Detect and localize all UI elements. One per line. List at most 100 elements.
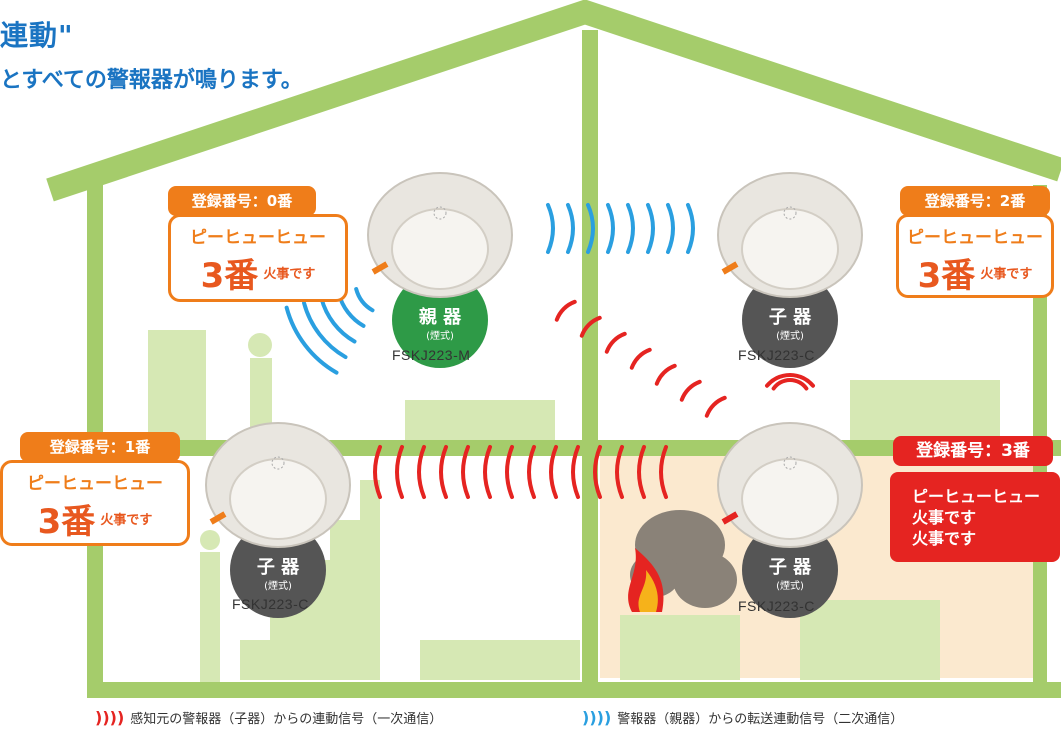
red-wave [771, 378, 809, 391]
role-label: 子 器 [769, 557, 812, 578]
red-wave [615, 445, 624, 499]
indicator-tab [209, 511, 227, 525]
blue-wave [606, 203, 615, 254]
reg-label-fire-origin: 登録番号：3番 [893, 436, 1053, 466]
role-label: 子 器 [769, 307, 812, 328]
role-badge [230, 522, 326, 618]
alarm-line: ピーヒューヒュー [912, 487, 1041, 506]
model-fire-origin: FSKJ223-C [738, 598, 815, 614]
indicator-tab [721, 261, 739, 275]
type-label: (煙式) [426, 329, 454, 342]
legend-blue: )))) 警報器（親器）からの転送連動信号（二次通信） [582, 708, 903, 727]
red-wave [373, 445, 382, 499]
bubble-number: 3番 [917, 256, 976, 296]
role-badge [392, 272, 488, 368]
smoke-detector-3: 子 器(煙式) [717, 422, 863, 618]
blue-wave [646, 203, 655, 254]
red-wave [439, 445, 448, 499]
red-wave [527, 445, 536, 499]
bubble-chime: ピーヒューヒュー [190, 228, 326, 248]
title-line-1: 連動" [0, 19, 74, 52]
bubble-number: 3番 [200, 256, 259, 296]
legend-red-text: 感知元の警報器（子器）からの連動信号（一次通信） [130, 712, 443, 727]
red-wave [704, 395, 727, 418]
red-wave [579, 315, 602, 338]
role-label: 子 器 [257, 557, 300, 578]
red-wave [417, 445, 426, 499]
type-label: (煙式) [264, 579, 292, 592]
blue-waves-icon: )))) [582, 708, 612, 727]
red-wave [571, 445, 580, 499]
blue-wave [586, 203, 595, 254]
model-upper-right: FSKJ223-C [738, 347, 815, 363]
detector-face [741, 208, 839, 290]
detector-face [741, 458, 839, 540]
reg-label-parent: 登録番号：0番 [168, 186, 316, 216]
red-wave [461, 445, 470, 499]
role-label: 親 器 [419, 306, 462, 328]
red-wave [395, 445, 404, 499]
red-wave [765, 373, 815, 388]
sensor-holes-icon [433, 206, 447, 220]
bubble-fire-text: 火事です [980, 267, 1033, 282]
blue-wave [626, 203, 635, 254]
title-line-2: とすべての警報器が鳴ります。 [0, 68, 303, 93]
indicator-tab [371, 261, 389, 275]
sensor-holes-icon [783, 206, 797, 220]
bubble-fire-text: 火事です [100, 513, 153, 528]
alarm-box-fire-origin: ピーヒューヒュー 火事です 火事です [890, 472, 1060, 562]
speech-bubble-upper-right: ピーヒューヒュー 3番 火事です [896, 214, 1054, 298]
role-badge [742, 522, 838, 618]
detectors: 親 器(煙式)子 器(煙式)子 器(煙式)子 器(煙式) [205, 172, 863, 618]
room-silhouettes [148, 330, 1000, 682]
detector-face [391, 208, 489, 290]
blue-wave [319, 296, 357, 344]
type-label: (煙式) [776, 579, 804, 592]
reg-label-upper-right: 登録番号：2番 [900, 186, 1050, 216]
bubble-chime: ピーヒューヒュー [907, 228, 1043, 248]
smoke-detector-1: 子 器(煙式) [717, 172, 863, 368]
red-wave [629, 347, 652, 370]
type-label: (煙式) [776, 329, 804, 342]
blue-wave [546, 203, 555, 254]
alarm-line: 火事です [912, 508, 977, 527]
indicator-tab [721, 511, 739, 525]
blue-wave [566, 203, 575, 254]
red-wave [604, 331, 627, 354]
sensor-holes-icon [271, 456, 285, 470]
speech-bubble-lower-left: ピーヒューヒュー 3番 火事です [0, 460, 190, 546]
red-wave [679, 379, 702, 402]
red-link-waves [373, 299, 815, 499]
fire-icon [628, 548, 664, 612]
blue-relay-waves [284, 203, 695, 375]
legend-blue-text: 警報器（親器）からの転送連動信号（二次通信） [617, 712, 904, 727]
blue-wave [302, 301, 348, 360]
red-wave [659, 445, 668, 499]
model-parent: FSKJ223-M [392, 347, 471, 363]
red-wave [654, 363, 677, 386]
sensor-holes-icon [783, 456, 797, 470]
model-lower-left: FSKJ223-C [232, 596, 309, 612]
red-wave [505, 445, 514, 499]
speech-bubble-parent: ピーヒューヒュー 3番 火事です [168, 214, 348, 302]
blue-wave [354, 287, 375, 313]
red-wave [593, 445, 602, 499]
reg-label-lower-left: 登録番号：1番 [20, 432, 180, 462]
detector-face [229, 458, 327, 540]
bubble-number: 3番 [37, 502, 96, 542]
blue-wave [686, 203, 695, 254]
red-wave [483, 445, 492, 499]
red-wave [637, 445, 646, 499]
red-waves-icon: )))) [95, 708, 125, 727]
alarm-line: 火事です [912, 529, 977, 548]
legend-red: )))) 感知元の警報器（子器）からの連動信号（一次通信） [95, 708, 442, 727]
red-wave [549, 445, 558, 499]
blue-wave [284, 305, 339, 375]
bubble-fire-text: 火事です [263, 267, 316, 282]
blue-wave [666, 203, 675, 254]
smoke-detector-2: 子 器(煙式) [205, 422, 351, 618]
red-wave [554, 299, 577, 322]
role-badge [742, 272, 838, 368]
bubble-chime: ピーヒューヒュー [27, 474, 163, 494]
